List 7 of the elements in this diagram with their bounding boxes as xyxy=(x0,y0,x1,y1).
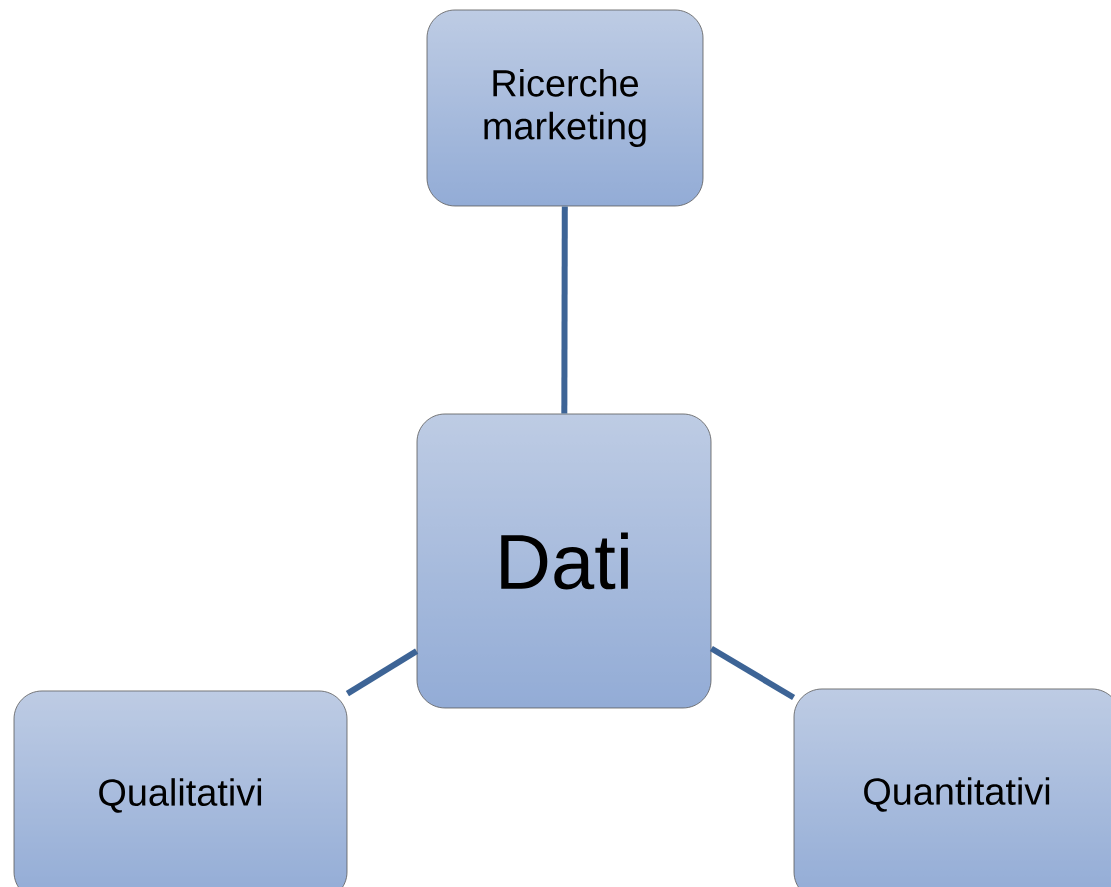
connector-line xyxy=(345,648,419,697)
connector-line xyxy=(709,645,796,701)
rounded-box: Quantitativi xyxy=(793,688,1111,887)
connector-line xyxy=(561,206,568,414)
rounded-box: Qualitativi xyxy=(13,690,348,887)
rounded-box: Ricerche marketing xyxy=(426,9,704,207)
rounded-box: Dati xyxy=(416,413,712,709)
